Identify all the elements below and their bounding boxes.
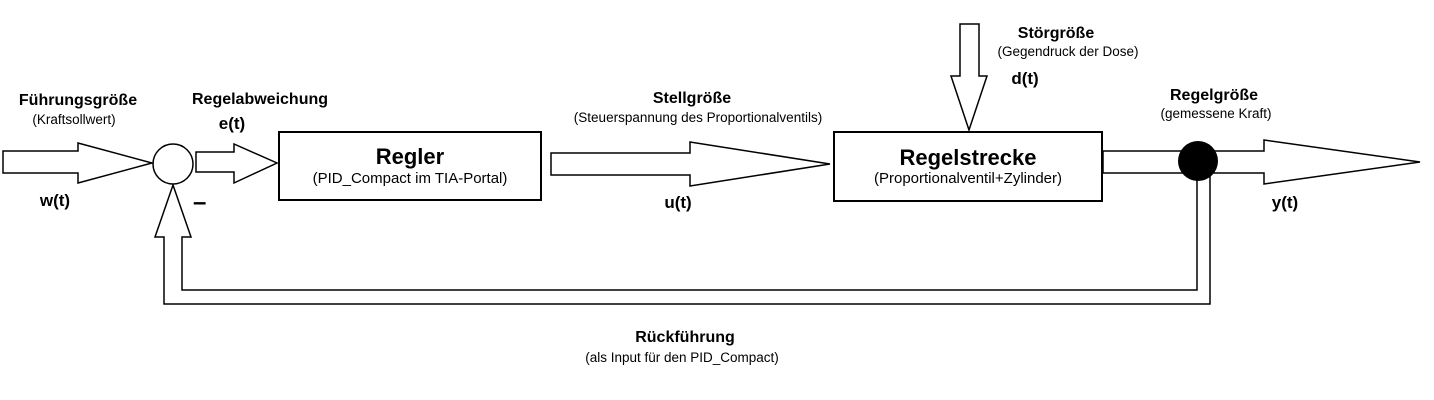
reference-title: Führungsgröße	[18, 92, 138, 109]
feedback-title: Rückführung	[635, 329, 735, 346]
controller-box: Regler (PID_Compact im TIA-Portal)	[278, 131, 542, 201]
reference-subtitle: (Kraftsollwert)	[32, 112, 116, 127]
plant-title: Regelstrecke	[899, 144, 1037, 170]
actuating-title: Stellgröße	[652, 90, 732, 107]
feedback-subtitle: (als Input für den PID_Compact)	[585, 350, 779, 365]
controlled-subtitle: (gemessene Kraft)	[1160, 106, 1272, 121]
output-arrow	[1102, 139, 1421, 185]
plant-box: Regelstrecke (Proportionalventil+Zylinde…	[833, 131, 1103, 202]
reference-input-arrow	[2, 142, 155, 184]
disturbance-title: Störgröße	[1017, 25, 1095, 42]
reference-signal-label: w(t)	[39, 191, 71, 210]
actuating-signal-label: u(t)	[664, 193, 692, 212]
summing-junction	[152, 143, 194, 185]
plant-subtitle: (Proportionalventil+Zylinder)	[874, 170, 1062, 188]
control-signal-arrow	[550, 141, 831, 187]
error-signal-label: e(t)	[218, 114, 246, 133]
controller-title: Regler	[375, 144, 445, 170]
minus-sign: –	[193, 189, 207, 216]
disturbance-subtitle: (Gegendruck der Dose)	[997, 44, 1139, 59]
branch-point-dot	[1178, 141, 1218, 181]
feedback-path-arrow	[153, 160, 1211, 305]
disturbance-arrow	[949, 23, 989, 133]
error-title: Regelabweichung	[191, 91, 329, 108]
actuating-subtitle: (Steuerspannung des Proportionalventils)	[573, 110, 823, 125]
disturbance-signal-label: d(t)	[1011, 69, 1039, 88]
controlled-signal-label: y(t)	[1271, 193, 1299, 212]
controller-subtitle: (PID_Compact im TIA-Portal)	[312, 169, 508, 187]
controlled-title: Regelgröße	[1169, 87, 1259, 104]
error-arrow	[195, 142, 279, 185]
